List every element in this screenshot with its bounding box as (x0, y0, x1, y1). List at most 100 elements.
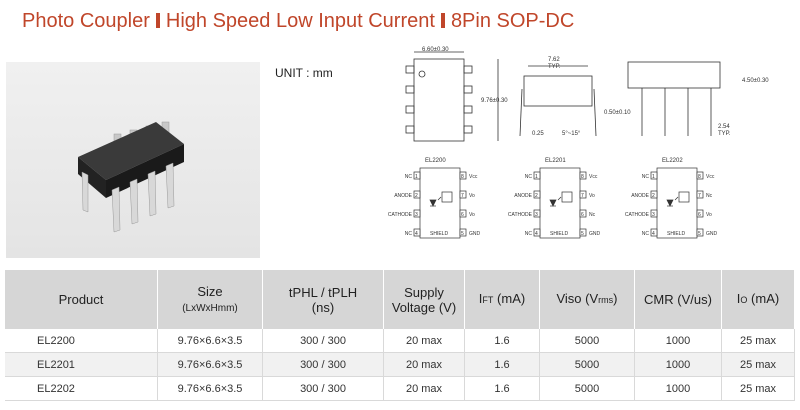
product-photo (6, 62, 260, 258)
schematic-title: EL2202 (662, 158, 683, 164)
cell: 25 max (721, 329, 795, 353)
cell: EL2202 (5, 376, 158, 401)
pin-label: ANODE (394, 193, 412, 199)
led-icon (429, 199, 437, 207)
top-view-drawing: 6.60±0.30 9.76±0.30 (405, 47, 508, 142)
cell: 1000 (634, 329, 722, 353)
pin-number: 8 (698, 174, 701, 180)
pin-label: NC (405, 174, 413, 180)
pin-label: GND (469, 231, 481, 237)
pin-box (650, 228, 658, 237)
pin-number: 4 (652, 231, 655, 237)
pin-box (696, 209, 704, 218)
pin-label: NC (525, 231, 533, 237)
ic-outline (539, 167, 581, 239)
pin-number: 4 (535, 231, 538, 237)
pin-label: NC (405, 231, 413, 237)
spec-table: Product Size(LxWxHmm) tPHL / tPLH(ns) Su… (5, 270, 795, 401)
detector-icon (678, 191, 690, 203)
led-icon (549, 199, 557, 207)
dim-height: 4.50±0.30 (742, 78, 769, 84)
unit-label: UNIT : mm (275, 66, 333, 80)
cell: 5000 (539, 376, 635, 401)
pin-label: CATHODE (508, 212, 533, 218)
pin-label: CATHODE (625, 212, 650, 218)
title-separator (440, 13, 445, 28)
pin-box (650, 190, 658, 199)
pin-label: Nc (706, 193, 713, 199)
pin-label: Vo (469, 212, 475, 218)
dim-typ: TYP. (548, 64, 561, 70)
front-view-drawing: 0.50±0.10 4.50±0.30 2.54 TYP. (604, 61, 769, 137)
shield-label: SHIELD (430, 231, 448, 237)
dim-width: 6.60±0.30 (422, 47, 449, 53)
pin-box (533, 209, 541, 218)
pin-number: 3 (652, 212, 655, 218)
pin-number: 5 (461, 231, 464, 237)
dim-thickness: 0.25 (532, 131, 544, 137)
schematic-title: EL2201 (545, 158, 566, 164)
cell: 5000 (539, 352, 635, 377)
pin-box (533, 228, 541, 237)
dim-pin-pitch: 2.54 (718, 124, 730, 130)
cell: 20 max (383, 376, 465, 401)
detector-icon (561, 191, 573, 203)
pin-label: ANODE (514, 193, 532, 199)
title-part-1: Photo Coupler (22, 10, 150, 32)
pin-box (579, 228, 587, 237)
pin-number: 7 (698, 193, 701, 199)
pin-number: 6 (698, 212, 701, 218)
dim-angle: 5°~15° (562, 131, 581, 137)
pin-box (413, 190, 421, 199)
pin-box (459, 190, 467, 199)
pin-box (650, 171, 658, 180)
pin-label: GND (589, 231, 601, 237)
pin-number: 3 (415, 212, 418, 218)
cell: 1.6 (464, 352, 540, 377)
col-viso: Viso (Vrms) (539, 270, 635, 329)
title-part-3: 8Pin SOP-DC (450, 10, 575, 32)
pin-number: 8 (581, 174, 584, 180)
title-separator (155, 13, 160, 28)
cell: 1.6 (464, 376, 540, 401)
light-arrow (557, 196, 562, 201)
cell: EL2201 (5, 352, 158, 377)
pin-box (413, 228, 421, 237)
dim-lead: 0.50±0.10 (604, 110, 631, 116)
pin-number: 1 (415, 174, 418, 180)
pin-number: 1 (652, 174, 655, 180)
pin-label: Vo (706, 212, 712, 218)
pin-number: 1 (535, 174, 538, 180)
pin-number: 6 (581, 212, 584, 218)
pin-box (459, 209, 467, 218)
cell: 5000 (539, 329, 635, 353)
shield-label: SHIELD (550, 231, 568, 237)
pin-label: GND (706, 231, 718, 237)
ic-outline (656, 167, 698, 239)
pin-label: Vcc (706, 174, 715, 180)
pin-label: Vo (589, 193, 595, 199)
cell: 9.76×6.6×3.5 (157, 329, 263, 353)
pin-box (696, 190, 704, 199)
pin-number: 2 (535, 193, 538, 199)
pin-box (579, 190, 587, 199)
dim-typ-2: TYP. (718, 131, 731, 137)
pin-label: Vcc (589, 174, 598, 180)
pin-box (579, 209, 587, 218)
dim-length: 9.76±0.30 (481, 98, 508, 104)
pin-label: NC (642, 174, 650, 180)
pin-number: 4 (415, 231, 418, 237)
cell: 9.76×6.6×3.5 (157, 376, 263, 401)
col-product: Product (5, 270, 158, 329)
col-ift: IFT (mA) (464, 270, 540, 329)
cell: 300 / 300 (262, 329, 384, 353)
table-header-row: Product Size(LxWxHmm) tPHL / tPLH(ns) Su… (5, 270, 795, 329)
cell: 1.6 (464, 329, 540, 353)
cell: 20 max (383, 329, 465, 353)
pin-number: 5 (581, 231, 584, 237)
pin-number: 7 (461, 193, 464, 199)
cell: 1000 (634, 352, 722, 377)
